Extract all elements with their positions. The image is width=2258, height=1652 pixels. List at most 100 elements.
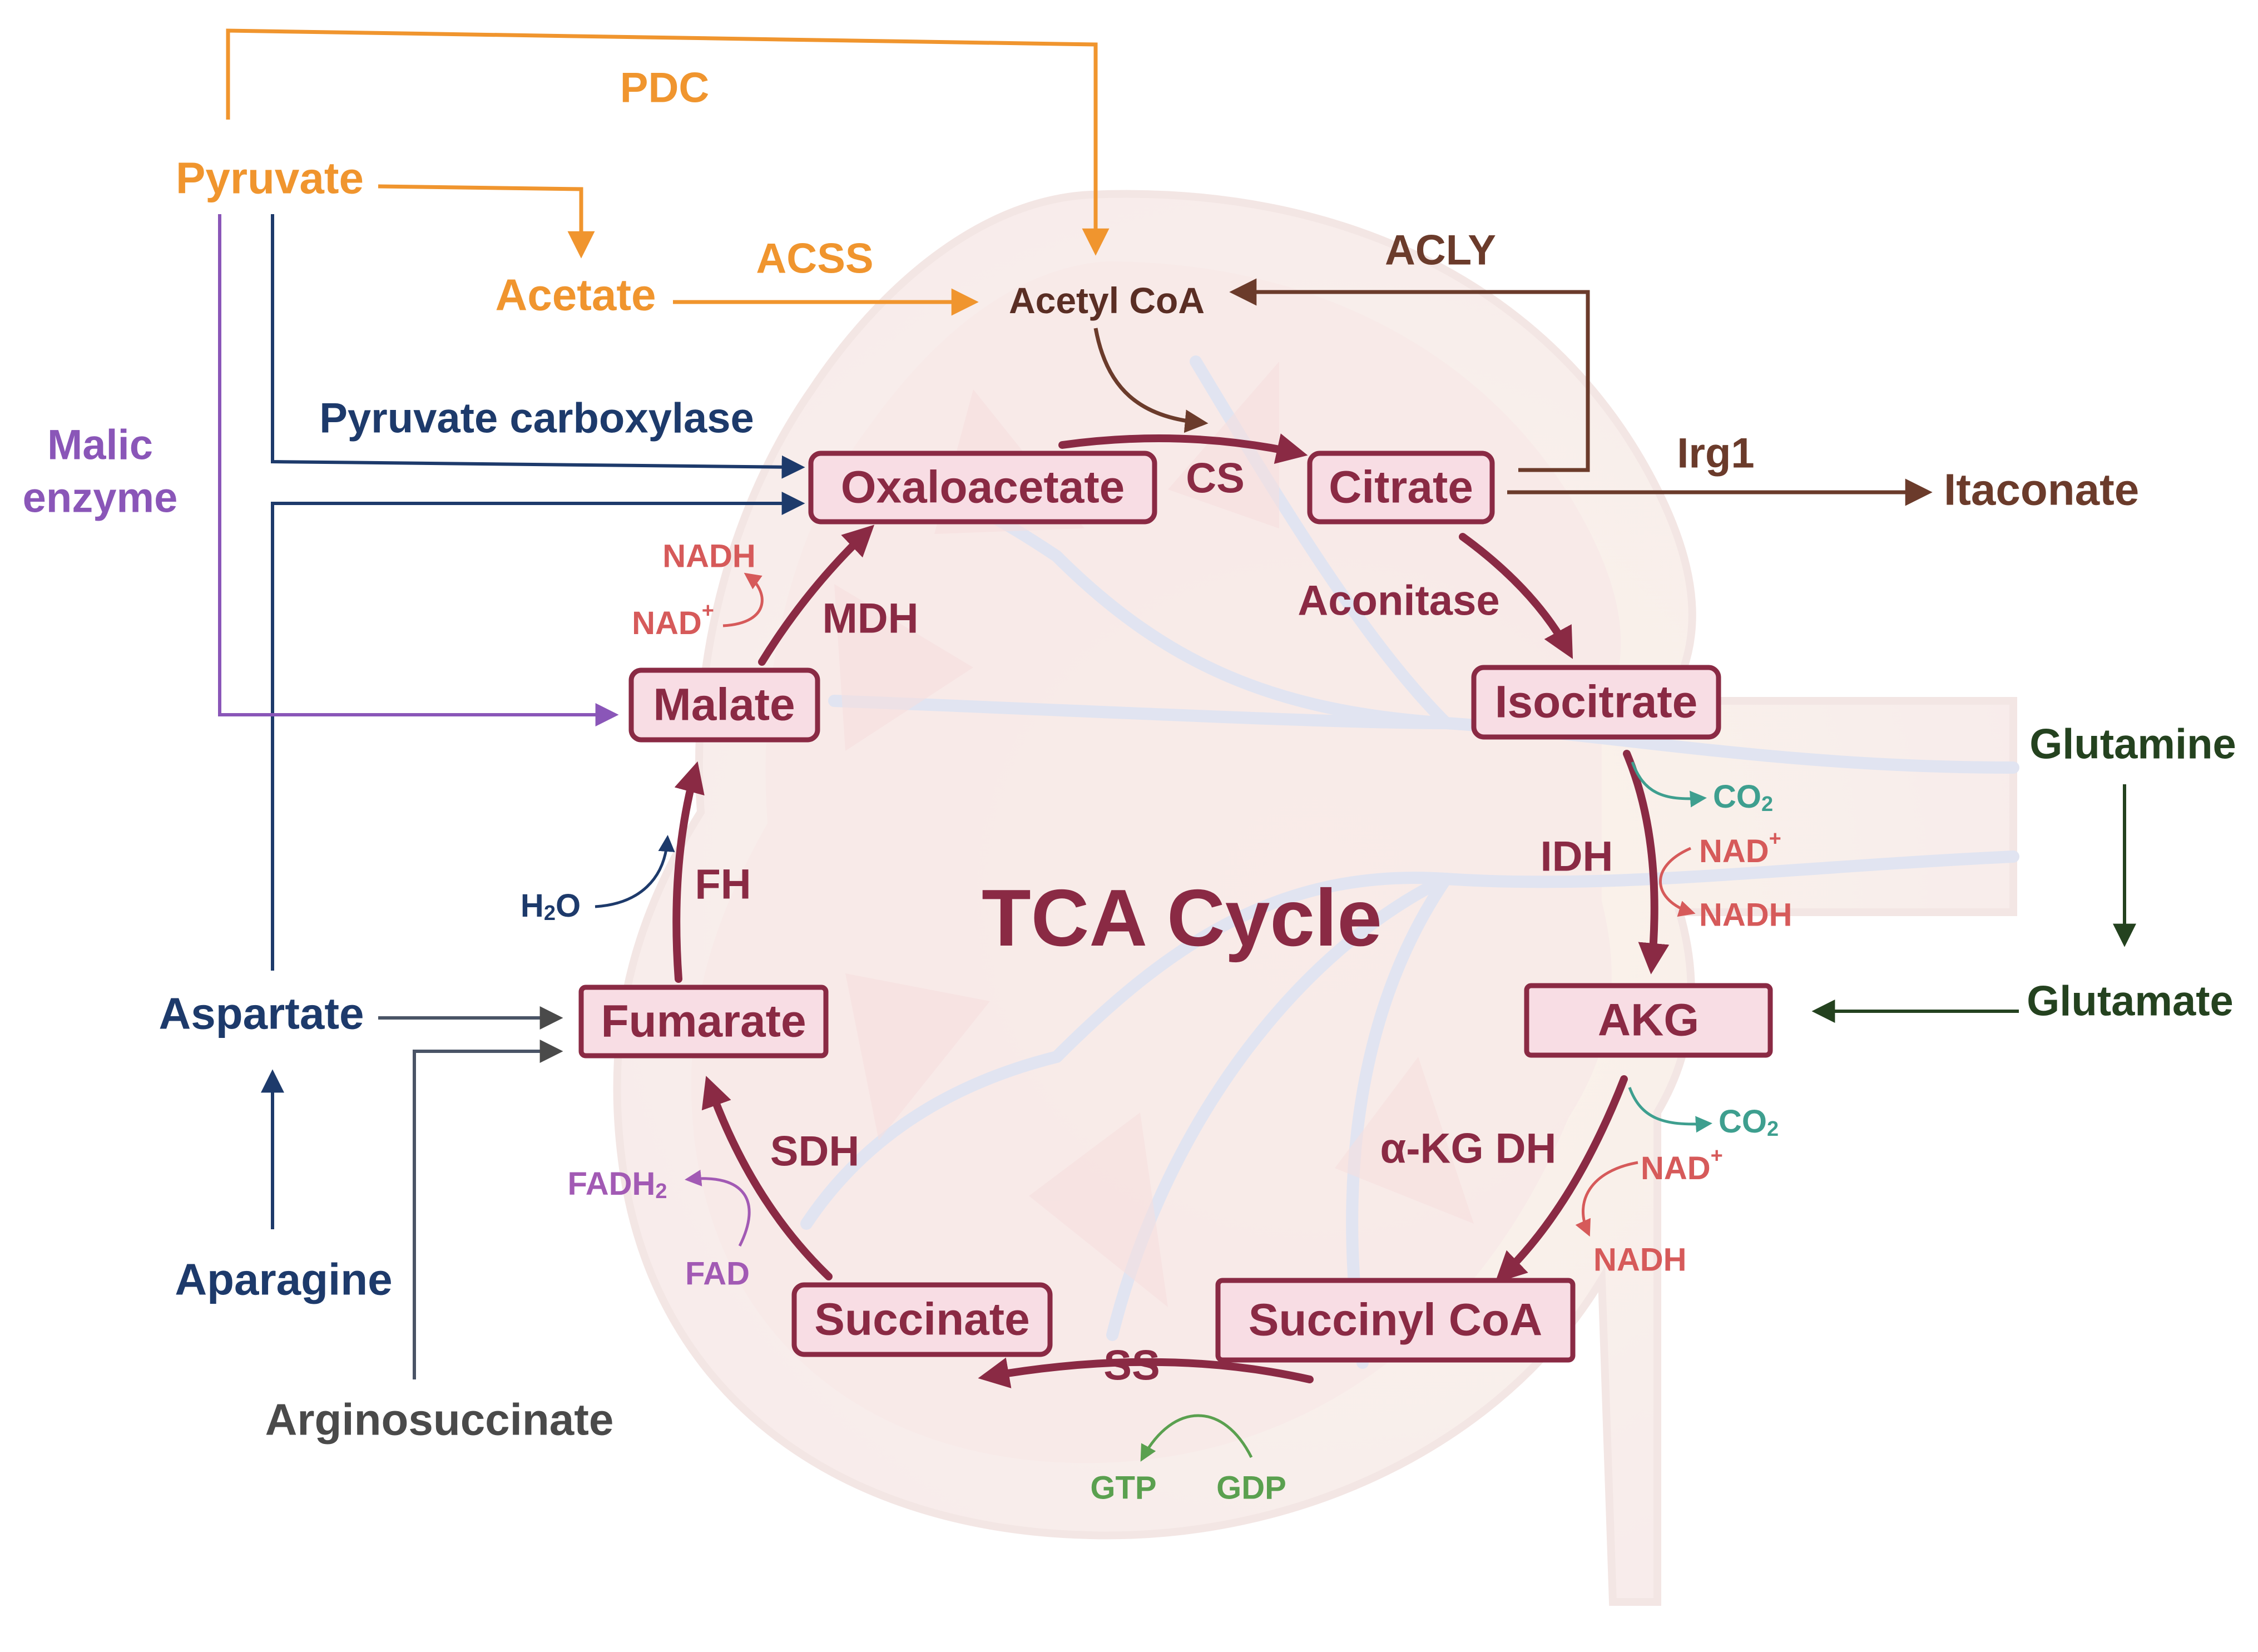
cofactor-co2-idh-sub: 2 <box>1761 793 1773 816</box>
enzyme-sdh: SDH <box>770 1128 859 1175</box>
arrow-fad-to-fadh2 <box>685 1169 751 1247</box>
enzyme-idh: IDH <box>1541 833 1613 881</box>
metabolite-acetyl-coa: Acetyl CoA <box>1009 280 1205 321</box>
node-fumarate-label: Fumarate <box>601 996 806 1047</box>
acly-irg1-branch: ACLY Irg1 Itaconate <box>1229 227 2139 515</box>
metabolite-acetate: Acetate <box>495 270 656 320</box>
acetyl-coa-group: Acetyl CoA <box>1009 280 1209 433</box>
node-succinyl-coa-label: Succinyl CoA <box>1249 1295 1543 1346</box>
cofactor-idh: CO2 NAD+ NADH <box>1631 761 1792 933</box>
cofactor-akgdh: CO2 NAD+ NADH <box>1575 1087 1779 1278</box>
arrow-pyruvate-to-acetate <box>378 184 595 259</box>
enzyme-pdc: PDC <box>620 65 709 112</box>
node-citrate-label: Citrate <box>1329 462 1473 513</box>
cofactor-co2-akgdh-sub: 2 <box>1767 1117 1779 1141</box>
arrow-co2-idh <box>1631 761 1707 808</box>
arrow-nad-to-nadh-idh <box>1659 847 1696 917</box>
metabolite-asparagine: Aparagine <box>175 1255 392 1304</box>
cofactor-nad-akgdh-sup: + <box>1711 1144 1723 1168</box>
enzyme-malic-line2: enzyme <box>23 474 178 522</box>
arrow-akg-to-succinylcoa <box>1494 1075 1628 1283</box>
pyruvate-branch: PDC Pyruvate Acetate ACSS <box>176 28 1110 320</box>
enzyme-acss: ACSS <box>756 235 873 283</box>
cofactor-gtp: GTP <box>1090 1470 1156 1506</box>
node-succinate-label: Succinate <box>814 1294 1029 1345</box>
cofactor-nadh-mdh: NADH <box>662 538 756 575</box>
cofactor-co2-idh-base: CO <box>1713 779 1761 815</box>
metabolite-glutamate: Glutamate <box>2027 978 2234 1025</box>
node-isocitrate-label: Isocitrate <box>1495 677 1698 728</box>
enzyme-aconitase: Aconitase <box>1298 577 1499 625</box>
node-citrate[interactable]: Citrate <box>1307 451 1495 525</box>
node-akg-label: AKG <box>1598 995 1699 1046</box>
arrow-succinylcoa-to-succinate <box>978 1357 1314 1388</box>
carboxylase-branch: Pyruvate carboxylase Aspartate Aparagine <box>159 214 805 1304</box>
metabolite-arginosuccinate: Arginosuccinate <box>265 1395 614 1445</box>
node-succinate[interactable]: Succinate <box>791 1282 1053 1357</box>
cofactor-nad-idh-sup: + <box>1769 827 1781 850</box>
cofactor-nad-idh-base: NAD <box>1699 833 1769 869</box>
cycle-enzymes: CS Aconitase IDH α-KG DH SS SDH FH MDH <box>695 455 1613 1389</box>
node-malate-label: Malate <box>653 680 795 730</box>
node-akg[interactable]: AKG <box>1524 983 1773 1058</box>
cofactor-fadh2: FADH2 <box>567 1166 667 1204</box>
cofactor-sdh: FADH2 FAD <box>567 1166 751 1292</box>
arginosuccinate-branch: Arginosuccinate <box>265 1040 614 1445</box>
arrow-nad-to-nadh-mdh <box>722 572 764 627</box>
cofactor-nad-akgdh: NAD+ <box>1641 1144 1723 1186</box>
cofactor-ss: GTP GDP <box>1090 1414 1286 1506</box>
metabolite-pyruvate: Pyruvate <box>176 154 364 203</box>
cofactor-nad-akgdh-base: NAD <box>1641 1150 1711 1186</box>
cofactor-nad-mdh-base: NAD <box>632 605 702 641</box>
cofactor-h2o: H2O <box>521 888 581 926</box>
enzyme-cs: CS <box>1186 455 1245 502</box>
cofactor-nad-mdh-sup: + <box>702 599 714 622</box>
cofactor-gdp: GDP <box>1216 1470 1286 1506</box>
arrow-h2o <box>595 835 675 908</box>
enzyme-irg1: Irg1 <box>1677 430 1754 477</box>
cofactor-co2-akgdh-base: CO <box>1719 1104 1767 1140</box>
cofactor-nadh-idh: NADH <box>1699 897 1792 933</box>
glutamine-branch: Glutamine Glutamate <box>1811 721 2236 1025</box>
node-malate[interactable]: Malate <box>628 667 820 743</box>
arrow-acetylcoa-to-cs <box>1093 328 1209 433</box>
arrow-pyruvate-carboxylase <box>271 214 805 479</box>
cofactor-h2o-o: O <box>556 888 581 924</box>
cofactor-mdh: NADH NAD+ <box>632 538 764 641</box>
arrow-malate-to-oxaloacetate <box>758 525 875 666</box>
kidney-cortex <box>691 261 1621 1463</box>
arrow-citrate-to-isocitrate <box>1459 533 1573 659</box>
arrow-gdp-to-gtp <box>1140 1414 1253 1462</box>
cofactor-fh: H2O <box>521 835 675 926</box>
enzyme-pyruvate-carboxylase: Pyruvate carboxylase <box>319 395 754 442</box>
cofactor-fadh2-sub: 2 <box>655 1180 667 1203</box>
cofactor-h2o-sub: 2 <box>544 902 556 925</box>
enzyme-akgdh: α-KG DH <box>1380 1125 1557 1173</box>
node-succinyl-coa[interactable]: Succinyl CoA <box>1215 1278 1576 1363</box>
arrow-succinate-to-fumarate <box>701 1076 833 1280</box>
malic-enzyme-branch: Malic enzyme <box>23 214 619 726</box>
arrow-oxaloacetate-to-citrate <box>1058 433 1308 464</box>
arrow-arginosuccinate-to-fumarate <box>413 1040 563 1379</box>
metabolite-aspartate: Aspartate <box>159 989 364 1038</box>
arrow-pdc <box>226 28 1110 256</box>
arrow-aspartate-to-oxaloacetate <box>271 492 805 971</box>
arrow-nad-to-nadh-akgdh <box>1575 1161 1638 1237</box>
enzyme-mdh: MDH <box>822 595 918 642</box>
kidney-background <box>613 190 2019 1606</box>
enzyme-fh: FH <box>695 861 751 908</box>
node-oxaloacetate[interactable]: Oxaloacetate <box>808 451 1157 525</box>
diagram-title: TCA Cycle <box>982 873 1382 963</box>
cofactor-nad-mdh: NAD+ <box>632 599 714 641</box>
enzyme-acly: ACLY <box>1385 227 1496 274</box>
arrow-acly <box>1229 278 1590 472</box>
cofactor-co2-idh: CO2 <box>1713 779 1773 817</box>
cofactor-fadh2-base: FADH <box>567 1166 655 1202</box>
node-fumarate[interactable]: Fumarate <box>578 985 829 1059</box>
node-oxaloacetate-label: Oxaloacetate <box>841 462 1125 513</box>
arrow-co2-akgdh <box>1628 1087 1712 1133</box>
node-isocitrate[interactable]: Isocitrate <box>1471 665 1721 740</box>
kidney-outline <box>613 190 2017 1606</box>
cofactor-fad: FAD <box>685 1256 750 1292</box>
